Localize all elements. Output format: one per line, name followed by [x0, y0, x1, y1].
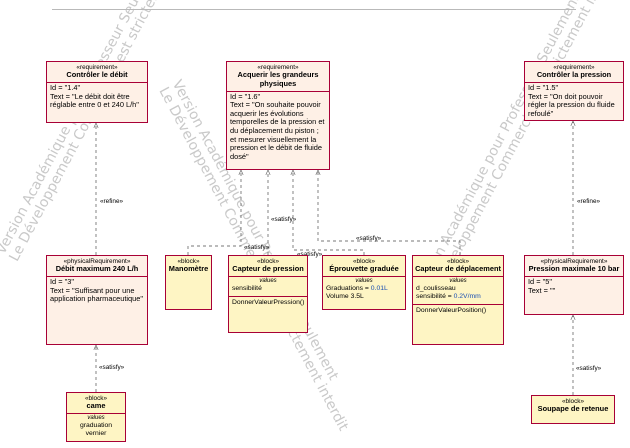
block-soupape-retenue[interactable]: «block» Soupape de retenue: [531, 395, 615, 424]
satisfy-link-deplacement: [318, 170, 461, 255]
requirement-controler-pression[interactable]: «requirement» Contrôler la pression Id =…: [524, 61, 624, 121]
requirement-id: Id = "1.6": [230, 91, 261, 101]
value-property: d_coulisseau: [416, 285, 456, 292]
block-capteur-deplacement[interactable]: «block» Capteur de déplacement values d_…: [412, 255, 504, 345]
stereotype-label: «physicalRequirement»: [63, 258, 131, 265]
requirement-id: Id = "1.5": [528, 83, 559, 92]
values-label: values: [449, 278, 467, 284]
stereotype-label: «block»: [84, 395, 108, 402]
values-label: values: [259, 278, 277, 284]
value-property: Volume 3.5L: [326, 293, 364, 300]
requirement-id: Id = "3": [50, 277, 74, 286]
satisfy-link-manometre: [187, 170, 241, 255]
physical-requirement-pression-maximale[interactable]: «physicalRequirement» Pression maximale …: [524, 255, 624, 315]
block-came[interactable]: «block» came values graduation vernier: [66, 392, 126, 442]
requirement-text: Text = "On doit pouvoir régler la pressi…: [528, 91, 615, 118]
block-capteur-pression[interactable]: «block» Capteur de pression values sensi…: [228, 255, 308, 333]
values-label: values: [87, 415, 105, 421]
block-operation: DonnerValeurPression(): [229, 296, 307, 309]
value-property: graduation vernier: [79, 422, 113, 437]
values-label: values: [355, 278, 373, 284]
stereotype-label: «requirement»: [553, 64, 595, 71]
requirement-id: Id = "5": [528, 277, 552, 286]
requirement-text: Text = "Suffisant pour une application p…: [50, 285, 144, 304]
stereotype-label: «physicalRequirement»: [540, 258, 608, 265]
satisfy-label-capteur-pression: «satisfy»: [271, 216, 297, 223]
top-divider: [52, 9, 576, 10]
block-title: Capteur de pression: [232, 264, 304, 274]
stereotype-label: «block»: [352, 258, 376, 265]
block-title: came: [86, 401, 106, 411]
requirement-title: Pression maximale 10 bar: [528, 264, 620, 274]
satisfy-label-eprouvette: «satisfy»: [297, 251, 323, 258]
stereotype-label: «requirement»: [257, 64, 299, 71]
satisfy-link-eprouvette: [293, 170, 365, 255]
block-manometre[interactable]: «block» Manomètre: [165, 255, 212, 310]
requirement-acquerir-grandeurs[interactable]: «requirement» Acquerir les grandeurs phy…: [226, 61, 330, 170]
satisfy-label-came: «satisfy»: [99, 364, 125, 371]
satisfy-label-soupape: «satisfy»: [576, 365, 602, 372]
stereotype-label: «block»: [561, 398, 585, 405]
value-property: sensibilité: [232, 285, 262, 292]
block-title: Soupape de retenue: [537, 404, 609, 414]
requirement-title: Débit maximum 240 L/h: [55, 264, 139, 274]
stereotype-label: «requirement»: [76, 64, 118, 71]
satisfy-label-deplacement: «satisfy»: [356, 235, 382, 242]
refine-label-right: «refine»: [577, 198, 601, 205]
requirement-text: Text = "Le débit doit être réglable entr…: [50, 91, 139, 110]
requirement-controler-debit[interactable]: «requirement» Contrôler le débit Id = "1…: [46, 61, 148, 123]
block-title: Manomètre: [168, 264, 209, 274]
block-title: Capteur de déplacement: [415, 264, 501, 274]
requirement-title: Acquerir les grandeurs physiques: [237, 70, 319, 88]
requirement-title: Contrôler la pression: [536, 70, 612, 80]
block-eprouvette-graduee[interactable]: «block» Éprouvette graduée values Gradua…: [322, 255, 406, 310]
block-operation: DonnerValeurPosition(): [413, 304, 503, 317]
physical-requirement-debit-maximum[interactable]: «physicalRequirement» Débit maximum 240 …: [46, 255, 148, 345]
requirement-text: Text = "": [528, 285, 556, 295]
stereotype-label: «block»: [256, 258, 280, 265]
stereotype-label: «block»: [177, 258, 200, 265]
requirement-title: Contrôler le débit: [66, 70, 128, 80]
block-title: Éprouvette graduée: [329, 264, 399, 274]
requirement-text: Text = "On souhaite pouvoir acquerir les…: [230, 100, 325, 161]
refine-label-left: «refine»: [100, 198, 124, 205]
satisfy-label-manometre: «satisfy»: [244, 244, 270, 251]
requirement-id: Id = "1.4": [50, 83, 81, 92]
stereotype-label: «block»: [446, 258, 470, 265]
value-property: Graduations = 0.01L: [326, 285, 388, 292]
value-property: sensibilité = 0.2V/mm: [416, 293, 481, 300]
